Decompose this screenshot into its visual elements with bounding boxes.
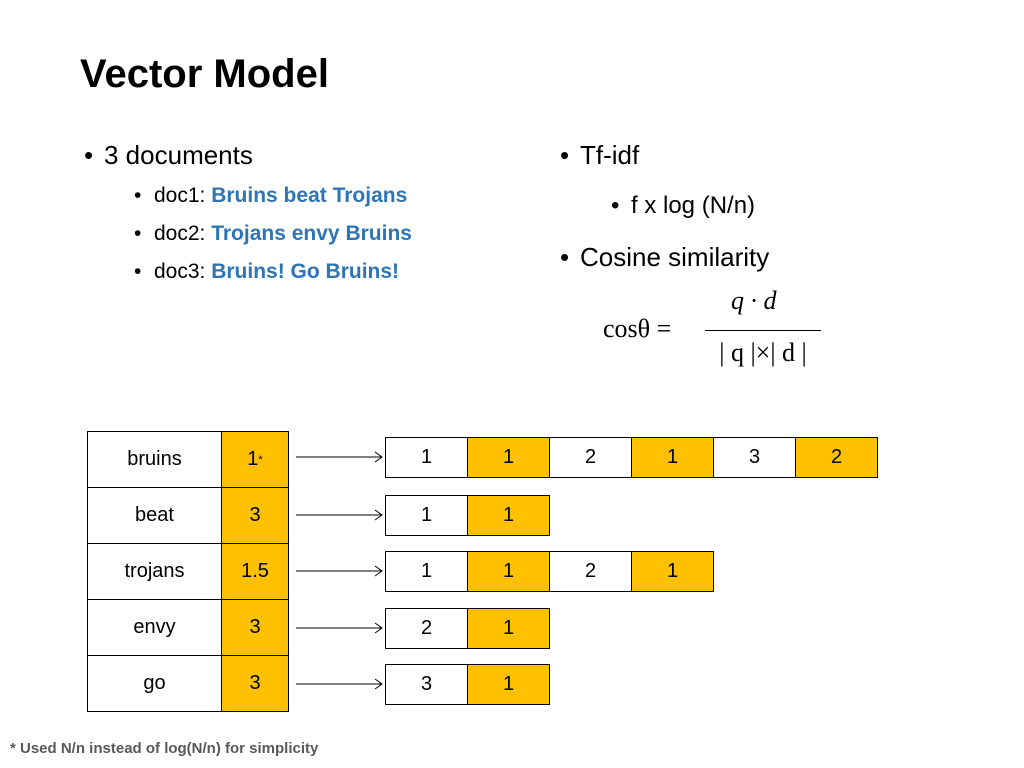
doc1-text: Bruins beat Trojans [211, 184, 408, 207]
arrow-head [374, 509, 383, 521]
posting-term-freq: 1 [467, 437, 550, 478]
posting-doc-id: 2 [385, 608, 468, 649]
idf-cell: 3 [221, 487, 289, 544]
posting-term-freq: 1 [467, 495, 550, 536]
posting-term-freq: 1 [467, 608, 550, 649]
posting-doc-id: 3 [713, 437, 796, 478]
term-cell: bruins [87, 431, 222, 488]
doc3-text: Bruins! Go Bruins! [211, 260, 400, 283]
arrow-head [374, 622, 383, 634]
idf-cell: 1* [221, 431, 289, 488]
fraction-bar [705, 330, 821, 331]
idf-value: 1.5 [241, 560, 269, 582]
posting-term-freq: 1 [631, 551, 714, 592]
formula-denominator: | q |×| d | [719, 338, 807, 367]
arrow-head [374, 678, 383, 690]
posting-term-freq: 1 [631, 437, 714, 478]
arrow-head [374, 451, 383, 463]
posting-term-freq: 2 [795, 437, 878, 478]
posting-doc-id: 2 [549, 551, 632, 592]
documents-heading: •3 documents [84, 140, 253, 170]
tfidf-formula: •f x log (N/n) [611, 192, 756, 219]
doc2-text: Trojans envy Bruins [211, 222, 412, 245]
footnote: * Used N/n instead of log(N/n) for simpl… [10, 740, 319, 757]
posting-doc-id: 2 [549, 437, 632, 478]
idf-value: 1 [247, 448, 259, 470]
term-cell: beat [87, 487, 222, 544]
arrow-head [374, 565, 383, 577]
idf-value: 3 [249, 616, 261, 638]
formula-numerator: q · d [731, 286, 777, 315]
posting-term-freq: 1 [467, 664, 550, 705]
term-cell: trojans [87, 543, 222, 600]
doc2-item: •doc2: Trojans envy Bruins [134, 222, 412, 245]
tfidf-heading: •Tf-idf [560, 140, 640, 170]
footnote-marker: * [258, 453, 263, 466]
posting-term-freq: 1 [467, 551, 550, 592]
idf-cell: 1.5 [221, 543, 289, 600]
term-cell: envy [87, 599, 222, 656]
cosine-heading: •Cosine similarity [560, 242, 770, 272]
slide-title: Vector Model [80, 52, 329, 96]
idf-value: 3 [249, 504, 261, 526]
doc1-item: •doc1: Bruins beat Trojans [134, 184, 408, 207]
formula-lhs: cosθ = [603, 314, 672, 343]
posting-doc-id: 1 [385, 551, 468, 592]
idf-cell: 3 [221, 599, 289, 656]
doc3-item: •doc3: Bruins! Go Bruins! [134, 260, 400, 283]
posting-doc-id: 1 [385, 495, 468, 536]
posting-doc-id: 1 [385, 437, 468, 478]
idf-cell: 3 [221, 655, 289, 712]
cosine-formula: cosθ = q · d | q |×| d | [603, 286, 833, 376]
term-cell: go [87, 655, 222, 712]
posting-doc-id: 3 [385, 664, 468, 705]
idf-value: 3 [249, 672, 261, 694]
